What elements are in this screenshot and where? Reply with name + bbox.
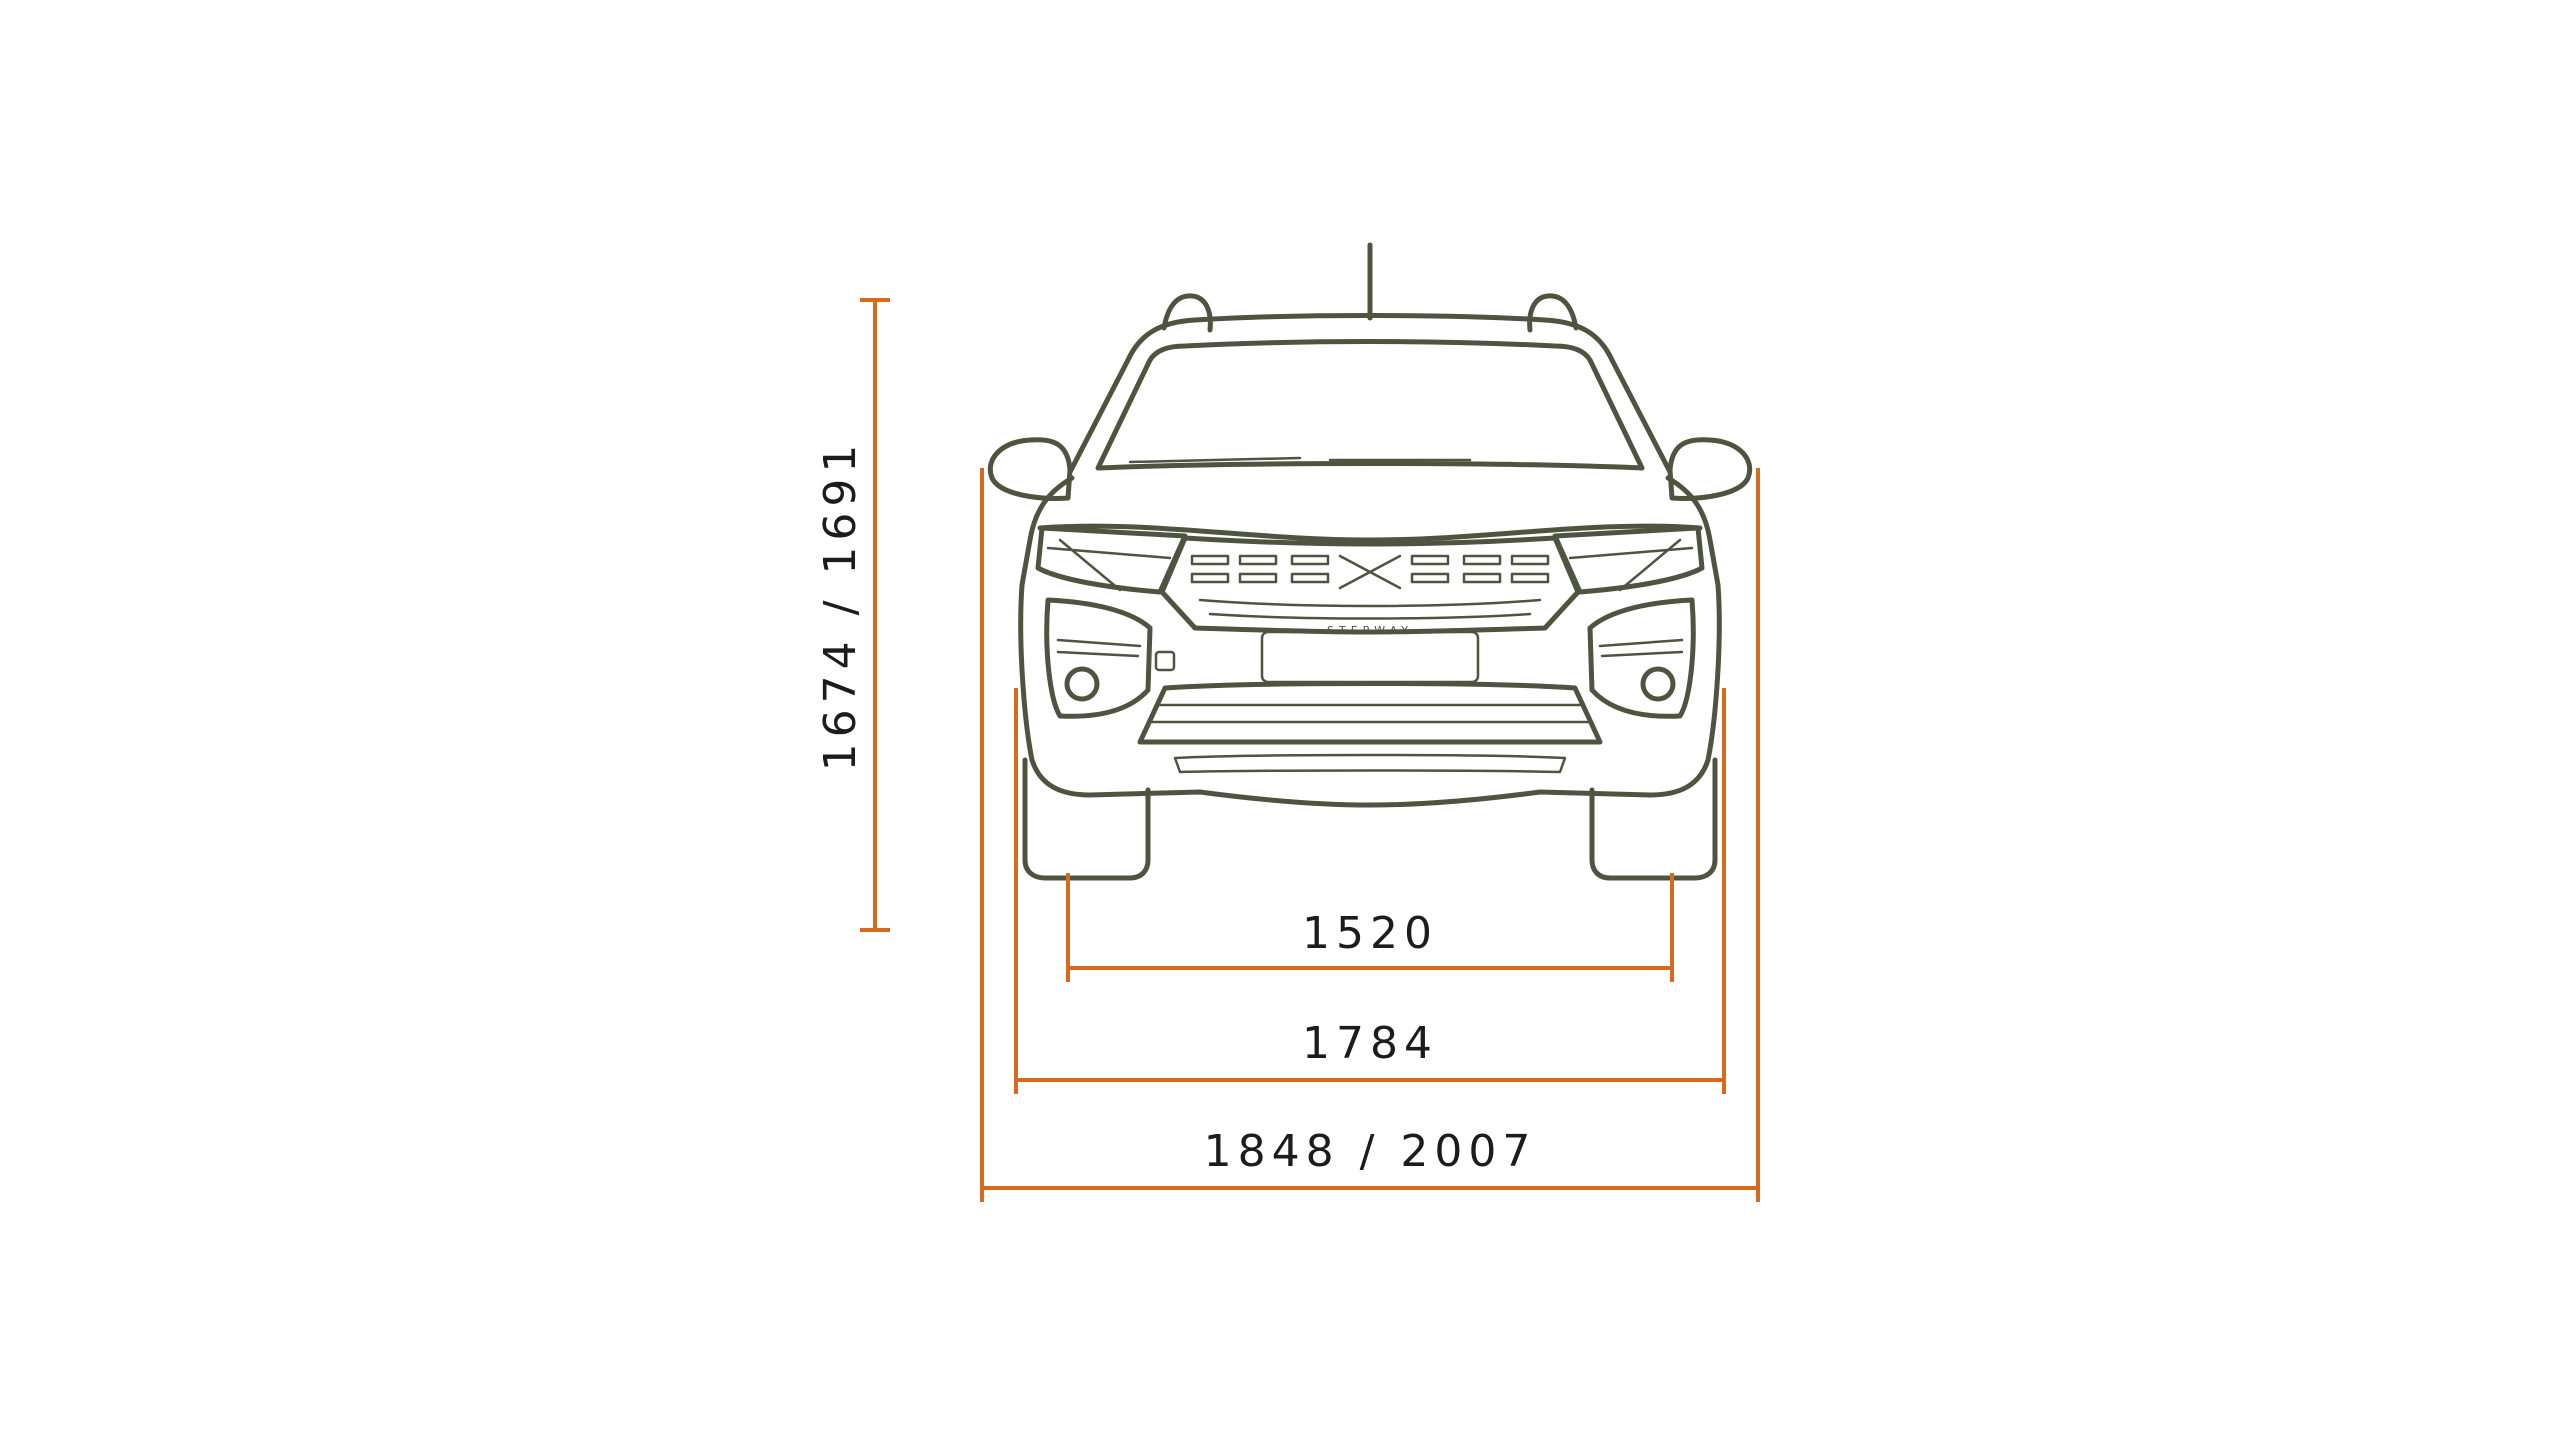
stepway-badge: STEPWAY: [1327, 624, 1413, 637]
windshield: [1095, 339, 1645, 471]
body: [1018, 475, 1722, 808]
fog-light-right: [1640, 666, 1676, 702]
fog-housing-right: [1587, 597, 1696, 719]
wheel-left: [1022, 757, 1151, 881]
body-width-label: 1784: [1302, 1018, 1438, 1069]
wheel-right: [1589, 757, 1718, 881]
license-plate: [1260, 630, 1480, 684]
skid-plate: [1173, 753, 1567, 774]
car-front-outline: STEPWAY: [987, 242, 1753, 881]
mirror-right: [1667, 437, 1753, 501]
headlight-right-inner: [1568, 538, 1694, 592]
mirror-width-label: 1848 / 2007: [1204, 1126, 1537, 1177]
drl-left: [1056, 638, 1142, 658]
dimension-lines: [860, 298, 1760, 1202]
height-label: 1674 / 1691: [815, 439, 866, 772]
roof-rail-left: [1161, 293, 1213, 333]
lower-grille: [1137, 681, 1603, 745]
grille-mesh: [1198, 598, 1542, 620]
mirror-left: [987, 437, 1073, 501]
grille-logo: [1190, 554, 1550, 590]
track-label: 1520: [1302, 908, 1438, 959]
fog-housing-left: [1044, 597, 1153, 719]
drl-right: [1598, 638, 1684, 658]
headlight-left-inner: [1046, 538, 1172, 592]
hood: [1037, 523, 1703, 543]
sensor-left: [1154, 650, 1176, 672]
fog-light-left: [1064, 666, 1100, 702]
lower-grille-mesh: [1150, 703, 1590, 724]
cabin: [1067, 313, 1673, 475]
roof-rail-right: [1527, 293, 1579, 333]
wiper-left: [1128, 456, 1302, 464]
